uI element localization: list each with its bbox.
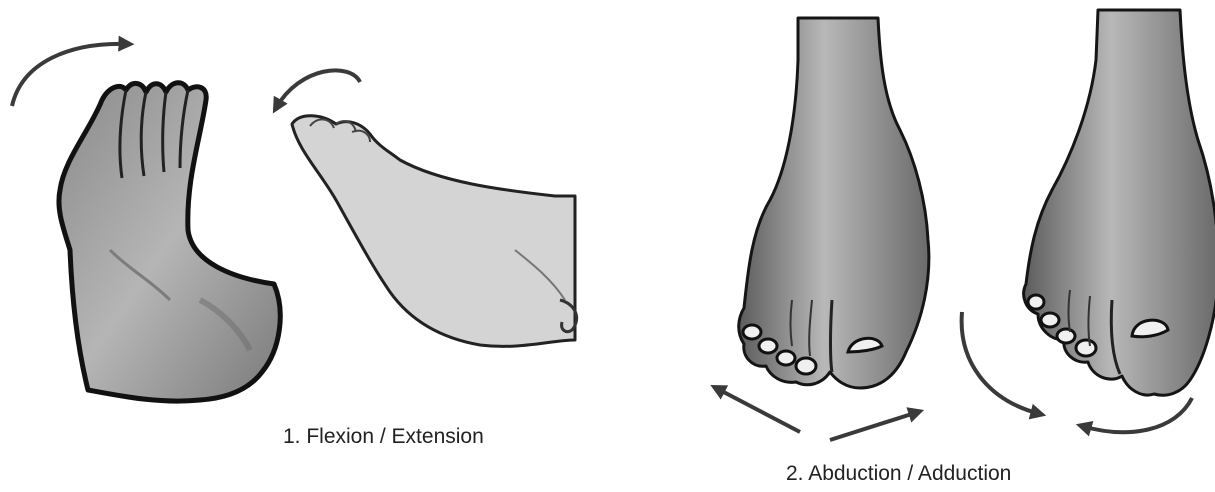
flexed-foot-icon [59,83,280,401]
adduction-curved-arrow-right [1082,398,1192,432]
adducted-foot-icon [1024,10,1215,395]
flexion-extension-figure [12,44,577,401]
abduction-arrow-right [830,412,918,440]
abduction-adduction-caption: 2. Abduction / Adduction [786,462,1011,486]
extension-curved-arrow [276,70,360,108]
extended-foot-icon [292,116,577,347]
adduction-curved-arrow-left [962,312,1040,414]
abduction-adduction-figure [716,10,1215,440]
abduction-arrow-left [716,388,800,432]
abducted-foot-icon [739,18,929,388]
flexion-extension-caption: 1. Flexion / Extension [283,425,484,449]
